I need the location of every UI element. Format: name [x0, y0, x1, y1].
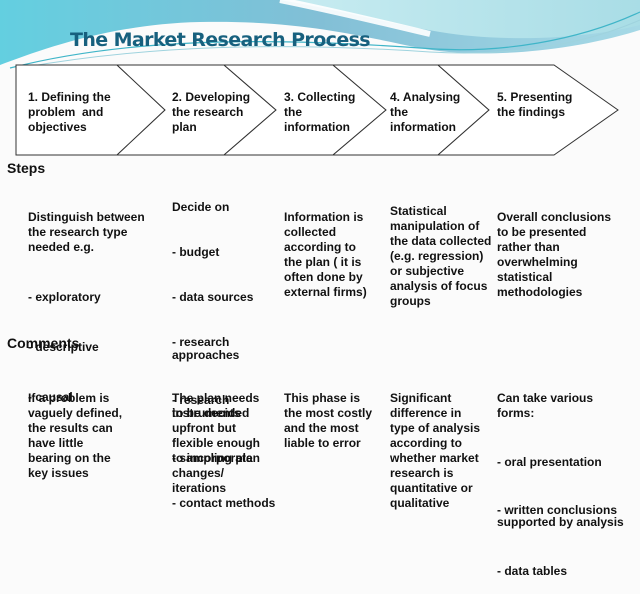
steps-cell-4: Statistical manipulation of the data col… [390, 174, 491, 324]
steps-heading: Steps [7, 160, 46, 176]
comments-cell-5: Can take various forms: - oral presentat… [497, 361, 624, 594]
steps-bullet: - research instruments [172, 393, 241, 420]
comments-cell-4: Significant difference in type of analys… [390, 361, 480, 526]
stage-3-label: 3. Collecting the information [284, 90, 356, 134]
comment-bullet: - data tables [497, 564, 568, 578]
comments-heading: Comments [7, 335, 80, 351]
comments-cell-1: If a problem is vaguely defined, the res… [28, 361, 122, 496]
process-chevron-row [15, 64, 619, 156]
steps-text: Distinguish between the research type ne… [28, 210, 145, 254]
steps-bullet: - sampling plan [172, 451, 261, 465]
steps-text: Overall conclusions to be presented rath… [497, 210, 612, 299]
stage-1-label: 1. Defining the problem and objectives [28, 90, 111, 134]
header-wave-background [0, 0, 640, 70]
steps-bullet: - causal [28, 390, 73, 404]
steps-bullet: - exploratory [28, 290, 101, 304]
steps-cell-3: Information is collected according to th… [284, 180, 367, 315]
stage-4-label: 4. Analysing the information [390, 90, 461, 134]
steps-bullet: - descriptive [28, 340, 99, 354]
comments-cell-2: The plan needs to be decided upfront but… [172, 361, 260, 511]
comment-bullet: - written conclusions supported by analy… [497, 503, 624, 529]
comment-bullet: - oral presentation [497, 455, 602, 469]
steps-bullet: - budget [172, 245, 220, 259]
steps-bullet: - data sources [172, 290, 254, 304]
stage-5-label: 5. Presenting the findings [497, 90, 573, 119]
comments-cell-3: This phase is the most costly and the mo… [284, 361, 372, 466]
comment-text: If a problem is vaguely defined, the res… [28, 391, 123, 480]
steps-text: Information is collected according to th… [284, 210, 367, 299]
comment-text: This phase is the most costly and the mo… [284, 391, 373, 450]
comment-text: Can take various forms: [497, 391, 594, 420]
steps-cell-5: Overall conclusions to be presented rath… [497, 180, 611, 315]
steps-bullet: - research approaches [172, 335, 240, 362]
chevron-stage-5 [436, 64, 619, 156]
steps-text: Decide on [172, 200, 230, 214]
comment-text: Significant difference in type of analys… [390, 391, 481, 510]
comment-text: The plan needs to be decided upfront but… [172, 391, 261, 495]
page-title: The Market Research Process [70, 29, 371, 51]
stage-2-label: 2. Developing the research plan [172, 90, 251, 134]
steps-text: Statistical manipulation of the data col… [390, 204, 492, 308]
steps-cell-1: Distinguish between the research type ne… [28, 180, 145, 420]
